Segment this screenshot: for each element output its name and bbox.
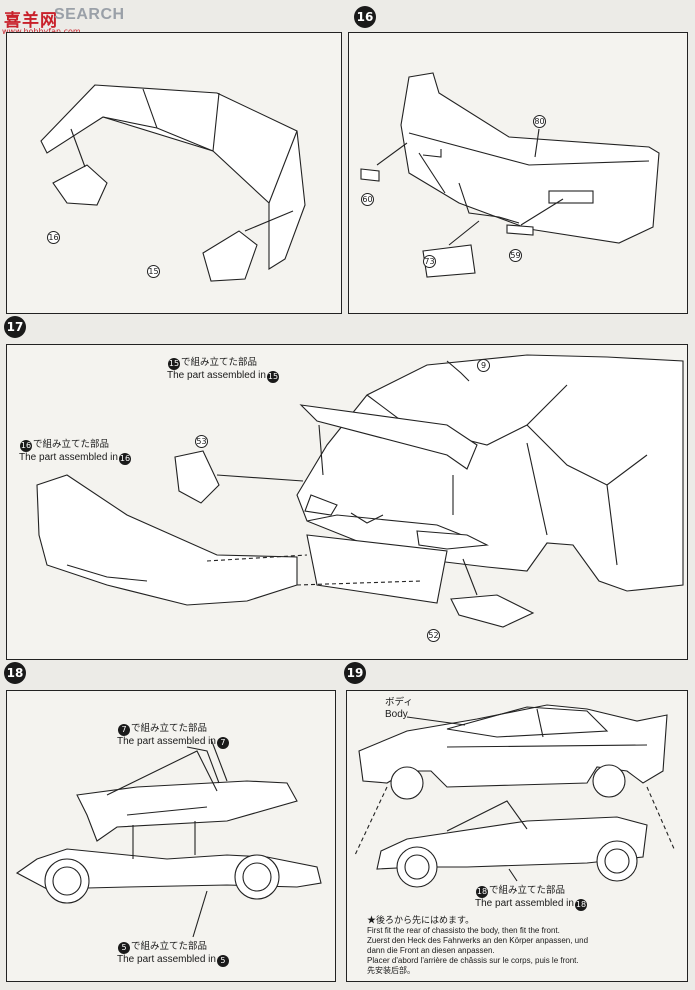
step-number-18: 18 <box>4 662 26 684</box>
step19-note-fr: Placer d'abord l'arrière de châssis sur … <box>367 956 579 965</box>
step19-body-label: ボディ Body <box>385 697 413 721</box>
header-watermark: 喜羊网 SEARCH www.hobbyfan.com <box>0 0 695 36</box>
step-number-17: 17 <box>4 316 26 338</box>
part-number-16: 16 <box>47 231 60 244</box>
step19-note-cn: 先安装后部。 <box>367 966 415 975</box>
step19-note-en: First fit the rear of chassisto the body… <box>367 926 560 935</box>
step19-note: ★後ろから先にはめます。 First fit the rear of chass… <box>367 915 588 976</box>
step18-label-a-jp: で組み立てた部品 <box>131 723 208 734</box>
step17-label-b-en: The part assembled in <box>19 452 118 463</box>
site-logo-url: www.hobbyfan.com <box>2 27 81 36</box>
step18-label-b-jp: で組み立てた部品 <box>131 941 208 952</box>
part-number-59: 59 <box>509 249 522 262</box>
panel-step-16: 80 60 73 59 <box>348 32 688 314</box>
step-ref-badge: 7 <box>118 724 130 736</box>
step18-label-a-en: The part assembled in <box>117 736 216 747</box>
step-number-19: 19 <box>344 662 366 684</box>
step17-label-a-jp: で組み立てた部品 <box>181 357 258 368</box>
step-number-16: 16 <box>354 6 376 28</box>
step-ref-badge: 15 <box>168 358 180 370</box>
step-ref-badge: 16 <box>20 440 32 452</box>
part-number-53: 53 <box>195 435 208 448</box>
part-number-80: 80 <box>533 115 546 128</box>
rear-bumper-drawing <box>360 72 660 278</box>
step-ref-badge: 18 <box>476 886 488 898</box>
step-ref-badge: 5 <box>216 955 229 967</box>
body-chassis-drawing <box>354 704 676 888</box>
part-number-15: 15 <box>147 265 160 278</box>
step-ref-badge: 16 <box>118 453 131 465</box>
step19-label-jp: で組み立てた部品 <box>489 885 566 896</box>
step19-label-en: The part assembled in <box>475 898 574 909</box>
step17-label-a-en: The part assembled in <box>167 370 266 381</box>
panel-step-15: 16 15 <box>6 32 342 314</box>
site-logo-cn: 喜羊网 <box>4 11 58 30</box>
part-number-60: 60 <box>361 193 374 206</box>
step-ref-badge: 15 <box>266 371 279 383</box>
step-ref-badge: 5 <box>118 942 130 954</box>
part-number-73: 73 <box>423 255 436 268</box>
step19-body-jp: ボディ <box>385 697 413 708</box>
step19-body-en: Body <box>385 709 408 720</box>
site-logo-word: SEARCH <box>54 6 125 23</box>
part-number-9: 9 <box>477 359 490 372</box>
step18-label-b-en: The part assembled in <box>117 954 216 965</box>
spoiler-drawing <box>40 84 306 282</box>
step19-note-de-2: dann die Front an diesen anpassen. <box>367 946 495 955</box>
part-number-52: 52 <box>427 629 440 642</box>
step-ref-badge: 7 <box>216 737 229 749</box>
chassis-drawing <box>15 738 322 938</box>
car-rear-assembly-drawing <box>36 354 684 628</box>
step17-label-b-jp: で組み立てた部品 <box>33 439 110 450</box>
step19-note-jp: ★後ろから先にはめます。 <box>367 915 475 925</box>
step-ref-badge: 18 <box>574 899 587 911</box>
step19-note-de-1: Zuerst den Heck des Fahrwerks an den Kör… <box>367 936 589 945</box>
